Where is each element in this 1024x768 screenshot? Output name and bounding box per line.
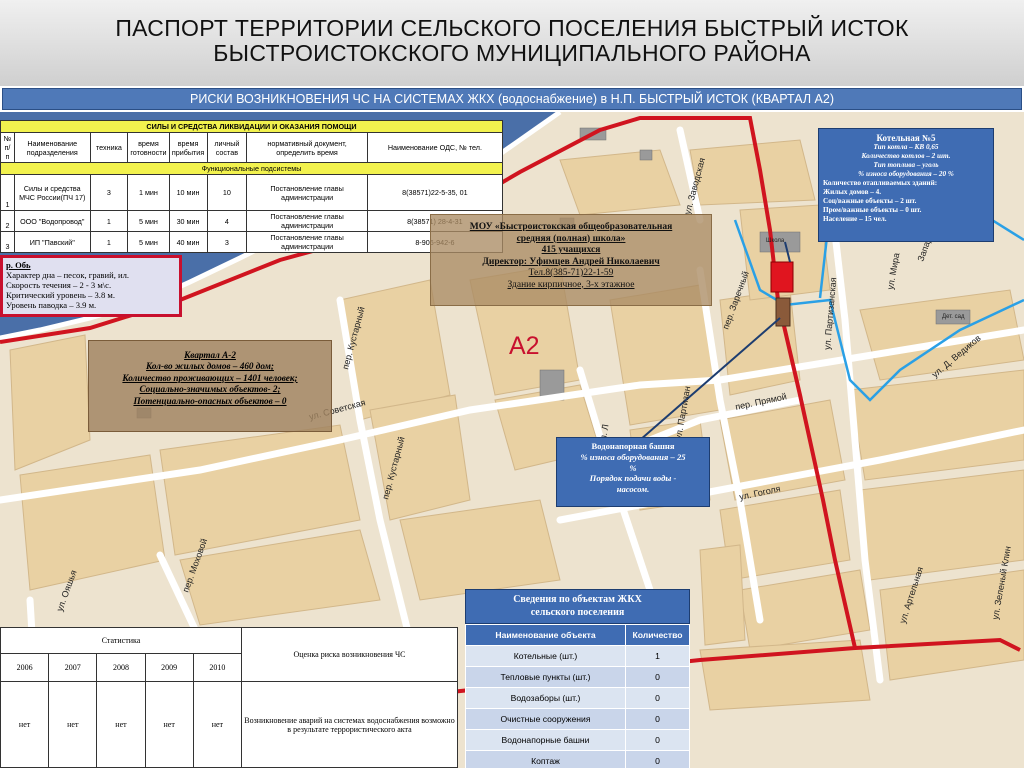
stat-value: нет	[96, 681, 146, 768]
boiler-title: Котельная №5	[876, 133, 936, 143]
kindergarten-label: Дет. сад	[942, 314, 965, 320]
jkh-caption-line: сельского поселения	[530, 607, 625, 618]
header-line-1: ПАСПОРТ ТЕРРИТОРИИ СЕЛЬСКОГО ПОСЕЛЕНИЯ Б…	[115, 15, 909, 41]
subtitle-bar: РИСКИ ВОЗНИКНОВЕНИЯ ЧС НА СИСТЕМАХ ЖКХ (…	[0, 86, 1024, 112]
forces-title: СИЛЫ И СРЕДСТВА ЛИКВИДАЦИИ И ОКАЗАНИЯ ПО…	[0, 120, 503, 133]
stat-value: нет	[192, 681, 243, 768]
stat-value: нет	[48, 681, 98, 768]
school-info-box[interactable]: МОУ «Быстроистокская общеобразовательная…	[430, 214, 712, 306]
quarter-line: Количество проживающих – 1401 человек;	[122, 372, 298, 383]
school-building: Здание кирпичное, 3-х этажное	[507, 279, 635, 290]
year-cell: 2008	[96, 653, 146, 682]
school-label: Школа	[766, 238, 785, 244]
header-line-2: БЫСТРОИСТОКСКОГО МУНИЦИПАЛЬНОГО РАЙОНА	[213, 40, 811, 66]
boiler-line: Тип котла – КВ 0,65	[873, 143, 939, 151]
tower-line: насосом.	[616, 484, 650, 495]
tower-line: %	[629, 462, 637, 473]
quarter-label: А2	[509, 332, 540, 360]
water-tower-info-box[interactable]: Водонапорная башня % износа оборудования…	[556, 437, 710, 507]
jkh-caption-line: Сведения по объектам ЖКХ	[513, 594, 642, 605]
tower-line: Порядок подачи воды -	[589, 473, 677, 484]
jkh-col-count: Количество	[625, 624, 690, 646]
year-cell: 2006	[0, 653, 50, 682]
water-tower-icon	[775, 297, 791, 327]
quarter-line: Социально-значимых объектов- 2;	[139, 384, 281, 395]
river-line: Скорость течения – 2 - 3 м\с.	[6, 280, 112, 290]
year-cell: 2010	[192, 653, 243, 682]
quarter-title: Квартал А-2	[184, 350, 236, 360]
stat-value: нет	[144, 681, 194, 768]
boiler-line: Количество отапливаемых зданий:	[823, 179, 938, 187]
quarter-line: Кол-во жилых домов – 460 дом;	[146, 361, 274, 372]
year-cell: 2009	[144, 653, 194, 682]
forces-table: СИЛЫ И СРЕДСТВА ЛИКВИДАЦИИ И ОКАЗАНИЯ ПО…	[0, 120, 504, 253]
boiler-line: Количество котлов – 2 шт.	[861, 152, 951, 160]
river-line: Характер дна – песок, гравий, ил.	[6, 270, 130, 280]
boiler-line: Соц/важные объекты – 2 шт.	[823, 197, 917, 205]
stats-title: Статистика	[0, 627, 242, 654]
school-phone: Тел.8(385-71)22-1-59	[528, 268, 614, 278]
boiler-info-box[interactable]: Котельная №5 Тип котла – КВ 0,65 Количес…	[818, 128, 994, 242]
forces-subtitle: Функциональные подсистемы	[0, 162, 503, 175]
table-row: Котельные (шт.)1	[465, 645, 690, 667]
school-name-1: МОУ «Быстроистокская общеобразовательная	[469, 222, 673, 232]
stat-value: нет	[0, 681, 50, 768]
boiler-line: Жилых домов – 4.	[823, 188, 882, 196]
school-name-2: средняя (полная) школа»	[516, 233, 626, 244]
table-row: Водозаборы (шт.)0	[465, 687, 690, 709]
jkh-caption: Сведения по объектам ЖКХ сельского посел…	[465, 589, 690, 624]
school-students: 415 учащихся	[541, 245, 601, 255]
quarter-info-box[interactable]: Квартал А-2 Кол-во жилых домов – 460 дом…	[88, 340, 332, 432]
housing-utilities-panel: Сведения по объектам ЖКХ сельского посел…	[465, 589, 690, 768]
river-line: Уровень паводка – 3.9 м.	[6, 300, 97, 310]
boiler-line: Тип топлива – уголь	[873, 161, 939, 169]
risk-header: Оценка риска возникновения ЧС	[241, 627, 458, 682]
jkh-col-name: Наименование объекта	[465, 624, 626, 646]
quarter-line: Потенциально-опасных объектов – 0	[133, 395, 287, 406]
river-info-box: р. Обь Характер дна – песок, гравий, ил.…	[0, 255, 182, 317]
river-title: р. Обь	[6, 260, 31, 270]
school-director: Директор: Уфимцев Андрей Николаевич	[482, 256, 660, 267]
jkh-table: Наименование объекта Количество Котельны…	[465, 624, 690, 768]
boiler-line: % износа оборудования – 20 %	[858, 170, 954, 178]
statistics-table: Статистика Оценка риска возникновения ЧС…	[0, 627, 458, 768]
tower-title: Водонапорная башня	[591, 441, 675, 451]
boiler-line: Население – 15 чел.	[823, 215, 887, 223]
boiler-icon	[770, 261, 794, 293]
risk-text: Возникновение аварий на системах водосна…	[241, 681, 458, 768]
boiler-line: Пром/важные объекты – 0 шт.	[823, 206, 922, 214]
river-line: Критический уровень – 3.8 м.	[6, 290, 115, 300]
page-header: ПАСПОРТ ТЕРРИТОРИИ СЕЛЬСКОГО ПОСЕЛЕНИЯ Б…	[0, 0, 1024, 86]
year-cell: 2007	[48, 653, 98, 682]
tower-line: % износа оборудования – 25	[580, 451, 686, 462]
table-row: Тепловые пункты (шт.)0	[465, 666, 690, 688]
forces-header-row: № п/п Наименование подразделения техника…	[0, 132, 504, 163]
subtitle-text: РИСКИ ВОЗНИКНОВЕНИЯ ЧС НА СИСТЕМАХ ЖКХ (…	[2, 88, 1022, 110]
